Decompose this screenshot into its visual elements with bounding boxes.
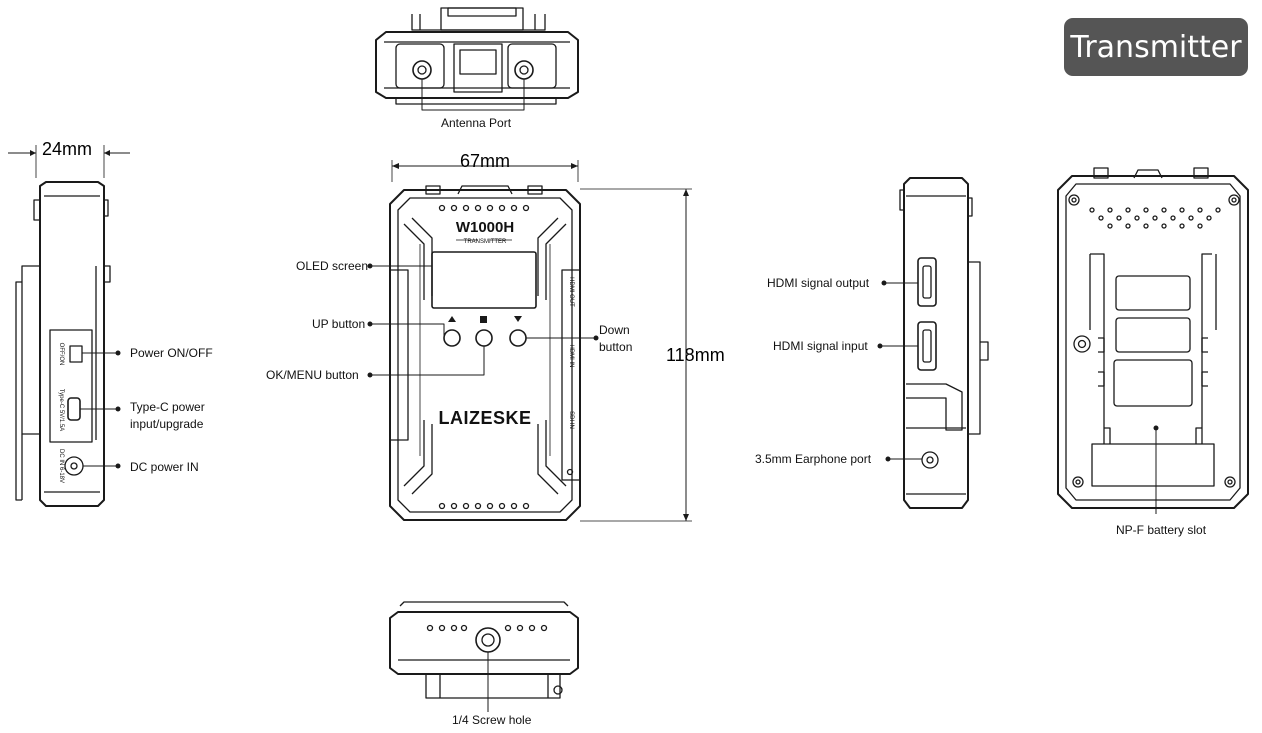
badge-title: Transmitter xyxy=(1070,29,1242,65)
label-down-button-2: button xyxy=(599,340,633,354)
dim-height: 118mm xyxy=(666,345,725,365)
right-side-view xyxy=(877,177,989,509)
label-down-button-1: Down xyxy=(599,323,630,337)
port-text-sdi-in: SDI IN xyxy=(568,411,574,429)
label-up-button: UP button xyxy=(312,317,366,331)
device-brand: LAIZESKE xyxy=(438,408,531,428)
bottom-view xyxy=(389,601,579,712)
label-hdmi-input: HDMI signal input xyxy=(773,339,868,353)
label-earphone-port: 3.5mm Earphone port xyxy=(755,452,872,466)
device-model: W1000H xyxy=(456,219,514,236)
transmitter-badge: Transmitter xyxy=(1064,18,1248,76)
device-subtitle: TRANSMITTER xyxy=(464,239,507,245)
vent-holes xyxy=(1089,207,1221,229)
top-holes xyxy=(438,204,530,212)
label-dc-power-in: DC power IN xyxy=(130,460,199,474)
label-oled-screen: OLED screen xyxy=(296,259,369,273)
left-side-view: OFF/ON Type-C 5V/1.5A DC IN 6-18V xyxy=(8,145,130,507)
label-antenna-port: Antenna Port xyxy=(441,116,512,130)
side-text-dc: DC IN 6-18V xyxy=(58,449,64,483)
dim-thickness: 24mm xyxy=(42,139,93,159)
back-view xyxy=(1057,167,1249,514)
label-npf-slot: NP-F battery slot xyxy=(1116,523,1207,537)
dim-width: 67mm xyxy=(460,151,511,171)
bottom-view-holes xyxy=(426,624,548,632)
label-typec-1: Type-C power xyxy=(130,400,205,414)
front-view: HDMI OUT HDMI IN SDI IN W1000H TRANSMITT… xyxy=(367,160,692,522)
bottom-holes xyxy=(438,502,530,510)
label-hdmi-output: HDMI signal output xyxy=(767,276,870,290)
label-screw-hole: 1/4 Screw hole xyxy=(452,713,532,727)
side-text-switch: OFF/ON xyxy=(58,343,64,366)
port-text-hdmi-out: HDMI OUT xyxy=(568,277,574,307)
side-text-typec: Type-C 5V/1.5A xyxy=(58,389,64,431)
top-view xyxy=(375,7,579,111)
label-power-on-off: Power ON/OFF xyxy=(130,346,213,360)
label-ok-menu-button: OK/MENU button xyxy=(266,368,359,382)
label-typec-2: input/upgrade xyxy=(130,417,204,431)
port-text-hdmi-in: HDMI IN xyxy=(568,345,574,368)
